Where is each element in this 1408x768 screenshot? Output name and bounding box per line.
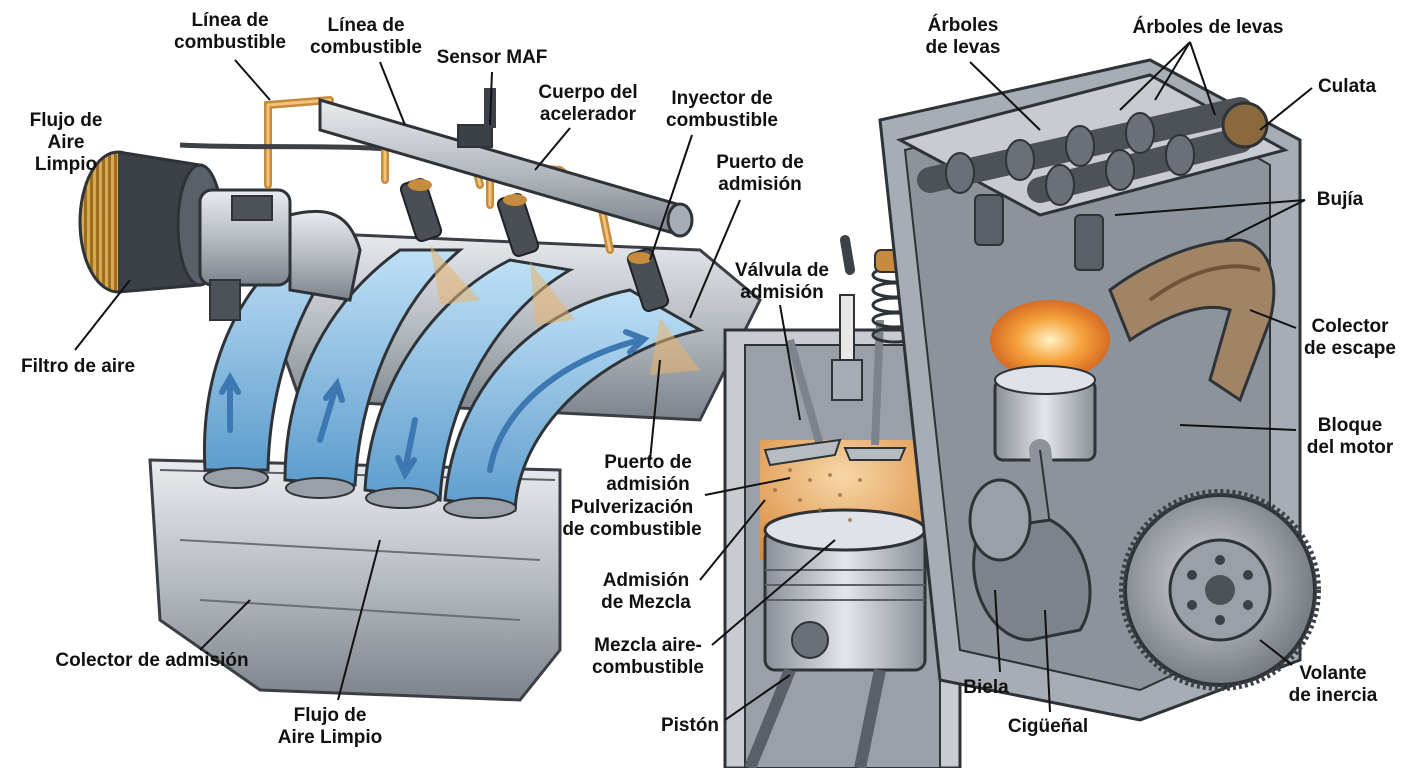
label-piston: Pistón	[660, 715, 720, 736]
fuel-rail	[318, 88, 694, 238]
fuel-injectors	[399, 178, 700, 375]
flywheel	[1119, 489, 1321, 691]
label-arboles-levas-2: Árboles de levas	[1132, 17, 1284, 38]
label-colector-admision: Colector de admisión	[55, 650, 249, 671]
label-sensor-maf: Sensor MAF	[436, 47, 548, 68]
label-bujia: Bujía	[1316, 189, 1364, 210]
leader-lines	[74, 41, 1313, 721]
label-ciguenal: Cigüeñal	[1007, 716, 1089, 737]
throttle-body	[198, 188, 362, 321]
label-filtro-aire: Filtro de aire	[20, 356, 136, 377]
intake-manifold	[148, 228, 762, 702]
cylinder-cutaway	[723, 235, 962, 768]
label-biela: Biela	[963, 677, 1009, 698]
label-culata: Culata	[1317, 76, 1377, 97]
label-mezcla-aire: Mezcla aire-combustible	[592, 635, 704, 678]
